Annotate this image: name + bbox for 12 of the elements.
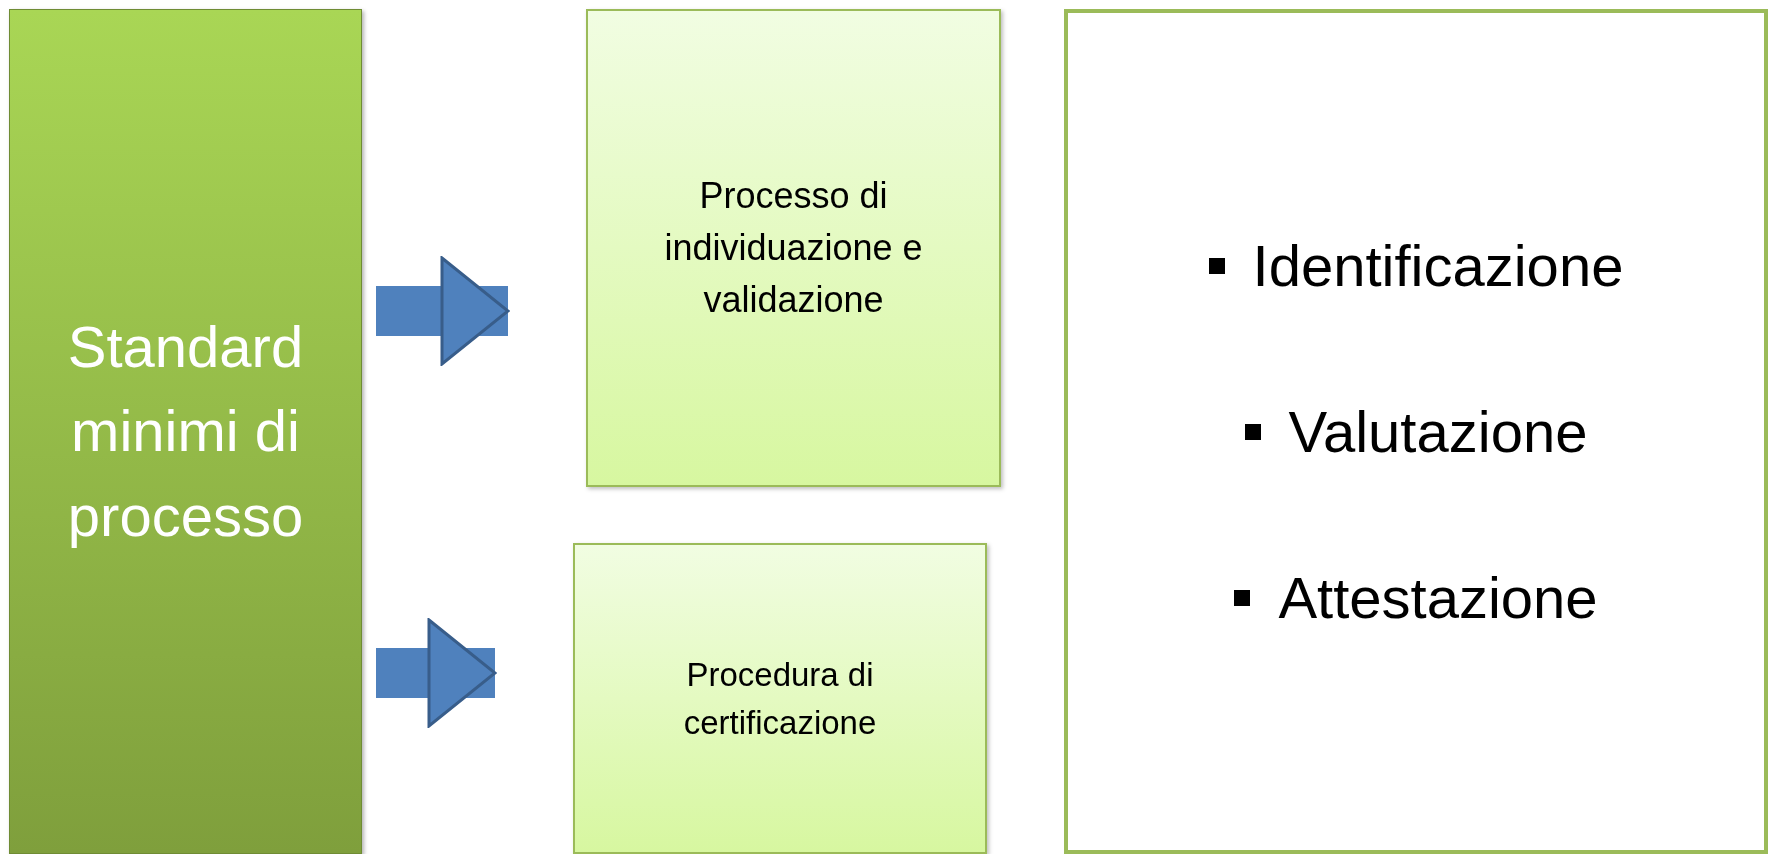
bullet-item: Valutazione: [1244, 398, 1588, 465]
title-bar: [9, 9, 362, 854]
list-panel: [1064, 9, 1768, 854]
bullet-item: Identificazione: [1208, 232, 1624, 299]
block-arrow: [376, 618, 497, 728]
process-box: [586, 9, 1001, 487]
bullet-item: Attestazione: [1234, 564, 1598, 631]
box-label: Standard minimi di processo: [66, 313, 305, 550]
block-arrow: [376, 256, 510, 366]
box-label: Procedura di certificazione: [682, 654, 878, 743]
process-box: [573, 543, 987, 854]
box-label: Processo di individuazione e validazione: [663, 173, 924, 323]
